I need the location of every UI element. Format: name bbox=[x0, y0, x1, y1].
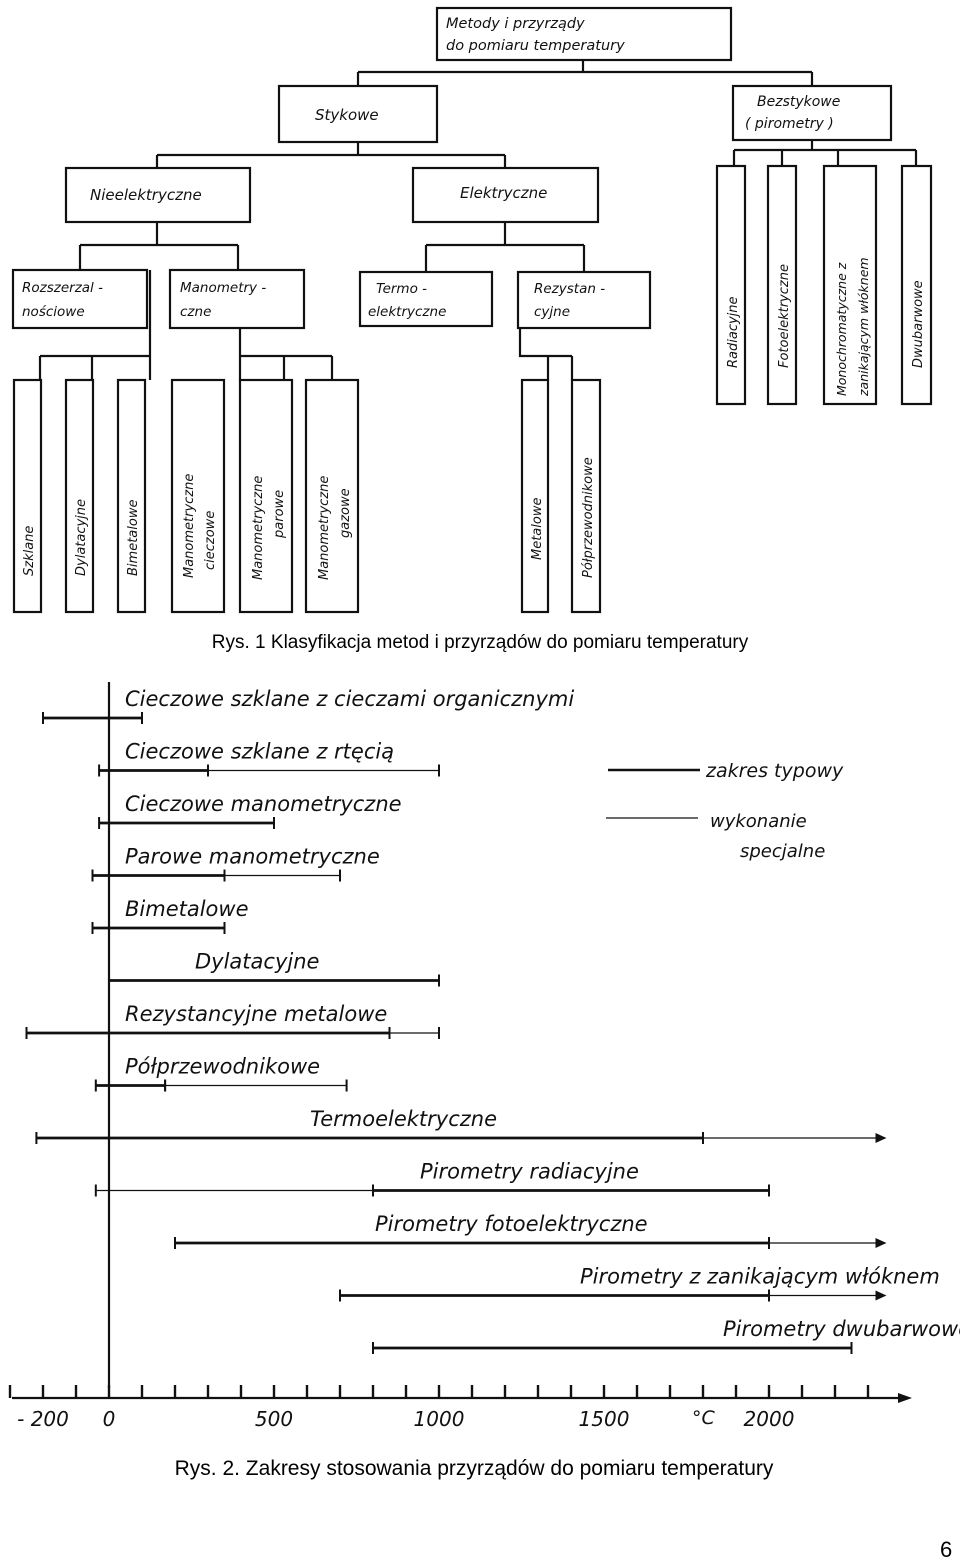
manometryczne-line2: czne bbox=[180, 304, 211, 320]
nieelektryczne-box bbox=[64, 166, 252, 224]
axis-arrowhead bbox=[898, 1393, 912, 1403]
range-label: Rezystancyjne metalowe bbox=[125, 1002, 387, 1026]
termoelektryczne-line2: elektryczne bbox=[368, 304, 446, 320]
leaf-label-mano-gazowe-2: gazowe bbox=[338, 488, 353, 538]
leaf-box-mano-gazowe bbox=[304, 378, 360, 614]
manometryczne-box bbox=[168, 268, 306, 330]
leaf-label-fotoelektryczne: Fotoelektryczne bbox=[777, 264, 792, 368]
stykowe-label: Stykowe bbox=[315, 106, 379, 124]
bezstykowe-label-line1: Bezstykowe bbox=[757, 94, 840, 110]
rezystancyjne-line2: cyjne bbox=[534, 304, 570, 320]
leaf-label-polprzewodnikowe: Półprzewodnikowe bbox=[581, 457, 596, 578]
range-label: Termoelektryczne bbox=[310, 1107, 497, 1131]
axis-tick-label: 1500 bbox=[579, 1407, 630, 1431]
range-label: Bimetalowe bbox=[125, 897, 249, 921]
leaf-label-mano-gazowe-1: Manometryczne bbox=[317, 476, 332, 580]
leaf-label-monochromatyczne-1: Monochromatyczne z bbox=[834, 262, 849, 396]
leaf-label-metalowe: Metalowe bbox=[530, 498, 545, 560]
elektryczne-label: Elektryczne bbox=[460, 184, 547, 202]
axis-tick-label: 0 bbox=[103, 1407, 116, 1431]
leaf-label-mano-parowe-2: parowe bbox=[272, 490, 287, 539]
bezstykowe-box bbox=[731, 84, 893, 142]
bezstykowe-label-line2: ( pirometry ) bbox=[745, 116, 834, 132]
figure2-caption: Rys. 2. Zakresy stosowania przyrządów do… bbox=[175, 1457, 774, 1480]
ranges-chart: Cieczowe szklane z cieczami organicznymi… bbox=[8, 682, 960, 1431]
termoelektryczne-box bbox=[358, 270, 494, 328]
leaf-box-dylatacyjne bbox=[64, 378, 95, 614]
leaf-label-bimetalowe: Bimetalowe bbox=[126, 500, 141, 576]
leaf-box-bimetalowe bbox=[116, 378, 147, 614]
leaf-box-metalowe bbox=[520, 378, 550, 614]
leaf-box-fotoelektryczne bbox=[766, 164, 798, 406]
range-arrowhead bbox=[875, 1290, 887, 1301]
ranges-group: Cieczowe szklane z cieczami organicznymi… bbox=[25, 687, 960, 1354]
rozszerzalnosciowe-box bbox=[11, 268, 149, 330]
axis-unit-label: °C bbox=[692, 1407, 716, 1429]
manometryczne-line1: Manometry - bbox=[180, 280, 266, 296]
range-arrowhead bbox=[875, 1133, 887, 1143]
axis-tick-label: 1000 bbox=[414, 1407, 465, 1431]
axis-tick-label: 2000 bbox=[744, 1407, 795, 1431]
range-label: Półprzewodnikowe bbox=[125, 1055, 320, 1079]
range-label: Cieczowe szklane z rtęcią bbox=[125, 740, 394, 764]
leaf-label-dwubarwowe: Dwubarwowe bbox=[911, 280, 926, 368]
figure1-caption: Rys. 1 Klasyfikacja metod i przyrządów d… bbox=[212, 632, 749, 653]
leaf-box-monochromatyczne bbox=[822, 164, 878, 406]
range-label: Cieczowe szklane z cieczami organicznymi bbox=[125, 687, 574, 711]
rezystancyjne-line1: Rezystan - bbox=[534, 281, 605, 297]
page-number: 6 bbox=[940, 1537, 952, 1562]
leaf-label-mano-cieczowe-2: cieczowe bbox=[203, 511, 218, 570]
root-box bbox=[435, 6, 733, 62]
legend-typical-label: zakres typowy bbox=[705, 760, 844, 782]
range-label: Pirometry fotoelektryczne bbox=[375, 1212, 648, 1236]
leaf-label-dylatacyjne: Dylatacyjne bbox=[74, 499, 89, 576]
rozszerzalnosciowe-line1: Rozszerzal - bbox=[22, 280, 103, 296]
rezystancyjne-box bbox=[516, 270, 652, 330]
elektryczne-box bbox=[411, 166, 600, 224]
range-label: Pirometry z zanikającym włóknem bbox=[580, 1265, 940, 1289]
nieelektryczne-label: Nieelektryczne bbox=[90, 186, 202, 204]
classification-tree: Metody i przyrządy do pomiaru temperatur… bbox=[11, 6, 933, 614]
range-label: Pirometry radiacyjne bbox=[420, 1160, 639, 1184]
leaf-box-mano-parowe bbox=[238, 378, 294, 614]
stykowe-box bbox=[277, 84, 439, 144]
leaf-box-radiacyjne bbox=[715, 164, 747, 406]
axis-tick-label: 500 bbox=[255, 1407, 293, 1431]
leaf-label-szklane: Szklane bbox=[22, 526, 37, 576]
temperature-axis: - 200 0 500 1000 1500 2000 bbox=[8, 1385, 912, 1431]
root-label-line2: do pomiaru temperatury bbox=[446, 38, 625, 54]
range-label: Cieczowe manometryczne bbox=[125, 792, 402, 816]
legend-special-label-2: specjalne bbox=[740, 841, 825, 862]
range-label: Pirometry dwubarwowe bbox=[723, 1317, 960, 1341]
leaf-box-polprzewodnikowe bbox=[570, 378, 602, 614]
legend-special-label-1: wykonanie bbox=[710, 811, 807, 832]
leaf-label-mano-parowe-1: Manometryczne bbox=[251, 476, 266, 580]
rozszerzalnosciowe-line2: nościowe bbox=[22, 304, 85, 320]
leaf-label-radiacyjne: Radiacyjne bbox=[726, 296, 741, 368]
range-label: Parowe manometryczne bbox=[125, 845, 380, 869]
root-label-line1: Metody i przyrządy bbox=[446, 16, 585, 32]
termoelektryczne-line1: Termo - bbox=[376, 281, 427, 297]
axis-tick-label: - 200 bbox=[17, 1407, 69, 1431]
leaf-box-mano-cieczowe bbox=[170, 378, 226, 614]
range-arrowhead bbox=[875, 1238, 887, 1248]
leaf-label-monochromatyczne-2: zanikającym włóknem bbox=[856, 257, 871, 397]
legend: zakres typowy wykonanie specjalne bbox=[606, 760, 844, 862]
leaf-box-szklane bbox=[12, 378, 43, 614]
leaf-label-mano-cieczowe-1: Manometryczne bbox=[182, 474, 197, 578]
range-label: Dylatacyjne bbox=[195, 950, 319, 974]
leaf-box-dwubarwowe bbox=[900, 164, 933, 406]
